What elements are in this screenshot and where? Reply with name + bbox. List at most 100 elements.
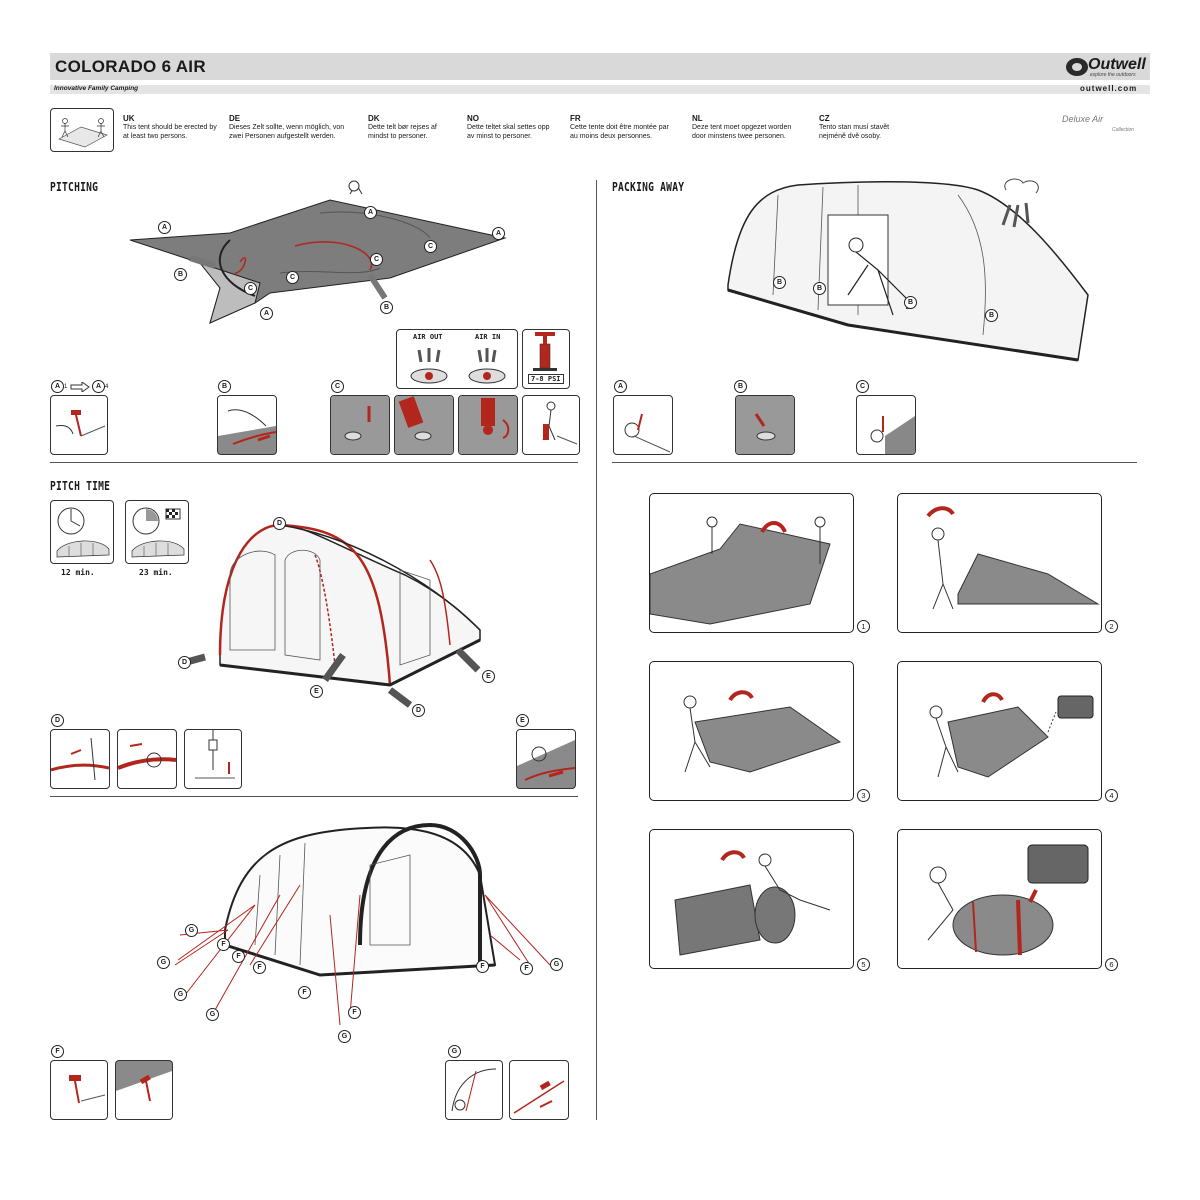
deflating-tent-illustration <box>727 178 1089 362</box>
pitch-time-panel-2 <box>125 500 189 564</box>
callout-b-pack-3: B <box>904 296 917 309</box>
pack-step-a-label: A <box>614 380 627 393</box>
pack-step-b-thumb <box>735 395 795 455</box>
callout-c3: C <box>286 271 299 284</box>
divider-1 <box>50 462 578 463</box>
peg-f-thumb-1 <box>50 1060 108 1120</box>
peg-f-thumb-2 <box>115 1060 173 1120</box>
packing-step-3-panel <box>649 661 854 801</box>
inflate-step-thumb-3 <box>458 395 518 455</box>
step-a4-label: A <box>92 380 105 393</box>
callout-f-1: F <box>217 938 230 951</box>
callout-c2: C <box>370 253 383 266</box>
tent-guylines-illustration <box>174 822 551 1025</box>
brand-name: Outwell <box>1088 56 1146 73</box>
callout-g-6: G <box>550 958 563 971</box>
clock-flag-icon <box>131 507 185 558</box>
two-persons-illustration <box>50 108 114 152</box>
packing-step-1-panel <box>649 493 854 633</box>
callout-g-5: G <box>338 1030 351 1043</box>
callout-c1: C <box>424 240 437 253</box>
callout-e-right: E <box>482 670 495 683</box>
step-g-label: G <box>448 1045 461 1058</box>
callout-d-left: D <box>178 656 191 669</box>
packing-step-4-panel <box>897 661 1102 801</box>
packing-step-5-panel <box>649 829 854 969</box>
collection-sub: Collection <box>1112 127 1134 133</box>
collection-name: Deluxe Air <box>1062 114 1104 124</box>
callout-e-left: E <box>310 685 323 698</box>
callout-f-5: F <box>348 1006 361 1019</box>
inflate-step-thumb-4 <box>522 395 580 455</box>
pole-step-thumb-3 <box>184 729 242 789</box>
callout-c4: C <box>244 282 257 295</box>
callout-f-3: F <box>253 961 266 974</box>
pack-step-c-thumb <box>856 395 916 455</box>
packing-step-6-number: 6 <box>1105 958 1118 971</box>
callout-b-pack-2: B <box>813 282 826 295</box>
step-a-sub-start: 1 <box>64 384 68 390</box>
packing-step-2-number: 2 <box>1105 620 1118 633</box>
tagline: Innovative Family Camping <box>54 85 139 92</box>
callout-f-7: F <box>520 962 533 975</box>
packing-step-3-number: 3 <box>857 789 870 802</box>
pitch-time-two: 23 min. <box>139 568 173 577</box>
callout-g-4: G <box>206 1008 219 1021</box>
valve-panel: AIR OUT AIR IN <box>396 329 518 389</box>
pack-step-b-label: B <box>734 380 747 393</box>
step-e-label: E <box>516 714 529 727</box>
callout-a2: A <box>492 227 505 240</box>
packing-step-1-number: 1 <box>857 620 870 633</box>
sub-bar <box>50 85 1150 94</box>
title-bar <box>50 53 1150 80</box>
pack-step-a-thumb <box>613 395 673 455</box>
section-pitch-time: PITCH TIME <box>50 479 111 493</box>
section-pitching: PITCHING <box>50 180 99 194</box>
guyline-g-thumb-2 <box>509 1060 569 1120</box>
brand-sub: explore the outdoors <box>1090 72 1136 78</box>
packing-step-5-number: 5 <box>857 958 870 971</box>
step-a1-label: A <box>51 380 64 393</box>
step-f-label: F <box>51 1045 64 1058</box>
clock-icon <box>56 507 110 558</box>
groundsheet-step-thumb <box>217 395 277 455</box>
callout-b-left: B <box>174 268 187 281</box>
psi-label: 7-8 PSI <box>528 374 564 384</box>
pump-panel: 7-8 PSI <box>522 329 570 389</box>
tension-step-thumb <box>516 729 576 789</box>
divider-pack <box>612 462 1137 463</box>
callout-b-right: B <box>380 301 393 314</box>
pitch-time-one: 12 min. <box>61 568 95 577</box>
step-c-label: C <box>331 380 344 393</box>
step-d-label: D <box>51 714 64 727</box>
step-b-label: B <box>218 380 231 393</box>
air-out-label: AIR OUT <box>413 333 443 341</box>
divider-2 <box>50 796 578 797</box>
inflate-step-thumb-2 <box>394 395 454 455</box>
callout-a4: A <box>260 307 273 320</box>
inflate-step-thumb-1 <box>330 395 390 455</box>
pitching-groundsheet-illustration <box>129 180 507 324</box>
page-title: COLORADO 6 AIR <box>55 57 206 76</box>
packing-step-4-number: 4 <box>1105 789 1118 802</box>
valve-icon <box>410 348 506 384</box>
section-packing-away: PACKING AWAY <box>612 180 685 194</box>
callout-b-pack-4: B <box>985 309 998 322</box>
website[interactable]: outwell.com <box>1080 84 1138 93</box>
tent-structure-illustration <box>182 523 481 708</box>
callout-f-2: F <box>232 950 245 963</box>
hand-pump-icon <box>533 332 557 371</box>
pole-step-thumb-1 <box>50 729 110 789</box>
packing-step-2-panel <box>897 493 1102 633</box>
callout-d-top: D <box>273 517 286 530</box>
callout-g-1: G <box>185 924 198 937</box>
packing-step-6-panel <box>897 829 1102 969</box>
pole-step-thumb-2 <box>117 729 177 789</box>
pitch-time-panel-1 <box>50 500 114 564</box>
